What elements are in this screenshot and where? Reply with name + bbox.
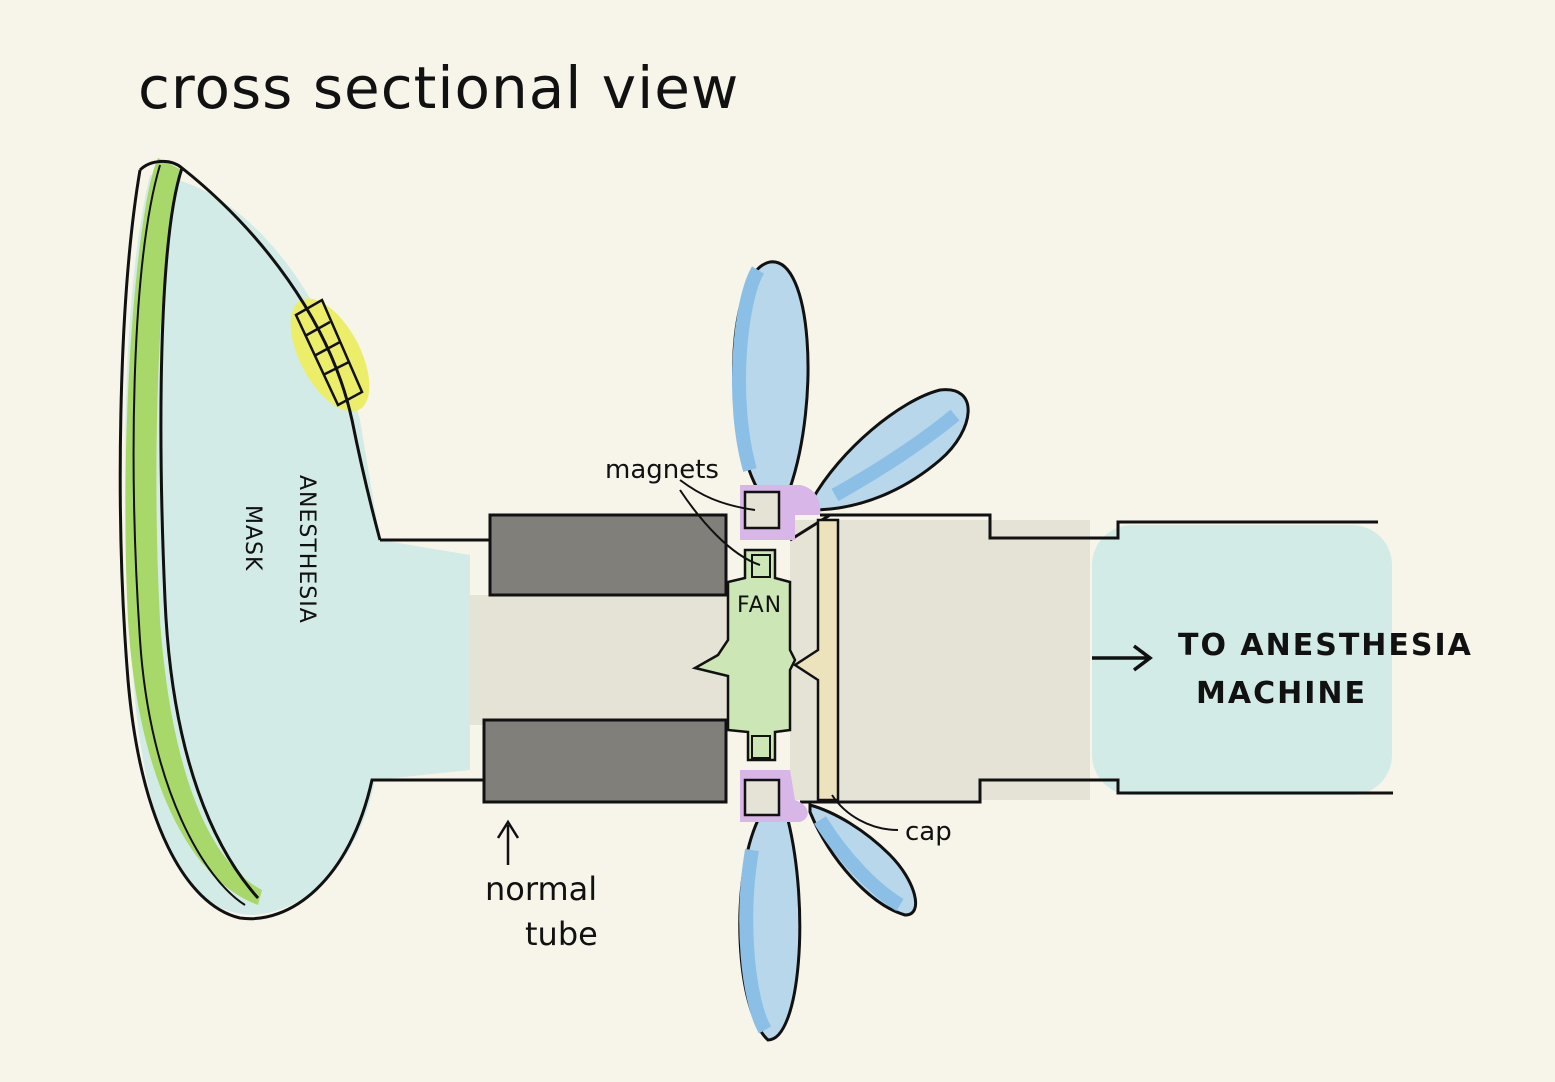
- right-arrow-icon: [1092, 644, 1153, 672]
- magnets-label: magnets: [605, 455, 719, 485]
- machine-label-line2: MACHINE: [1196, 676, 1367, 711]
- cap: [792, 518, 840, 802]
- svg-text:MASK: MASK: [240, 505, 265, 571]
- normal-tube-upper: [488, 513, 728, 597]
- cap-chamber: [790, 520, 1090, 800]
- cap-label: cap: [905, 817, 952, 847]
- anesthesia-mask: ANESTHESIA MASK: [118, 158, 490, 921]
- cap-annotation: cap: [831, 794, 952, 847]
- machine-hose-fill: [1092, 525, 1392, 795]
- magnets: [740, 485, 821, 822]
- mask-cushion: [125, 158, 262, 905]
- normal-tube-label-line2: tube: [525, 915, 598, 953]
- machine-annotation: TO ANESTHESIA MACHINE: [1092, 628, 1473, 711]
- up-arrow-icon: [496, 819, 520, 865]
- magnet-bottom: [743, 778, 781, 817]
- machine-label-line1: TO ANESTHESIA: [1178, 628, 1473, 663]
- magnets-annotation: magnets: [605, 455, 761, 566]
- fan-blades: [731, 260, 970, 1042]
- diagram-title: cross sectional view: [138, 54, 739, 122]
- normal-tube: [482, 513, 728, 804]
- normal-tube-annotation: normal tube: [485, 819, 598, 953]
- fan: FAN: [691, 548, 797, 762]
- fan-label: FAN: [737, 593, 782, 618]
- normal-tube-lower: [482, 718, 728, 804]
- svg-text:ANESTHESIA: ANESTHESIA: [294, 475, 319, 624]
- normal-tube-label-line1: normal: [485, 870, 597, 908]
- mask-label: ANESTHESIA MASK: [240, 475, 319, 624]
